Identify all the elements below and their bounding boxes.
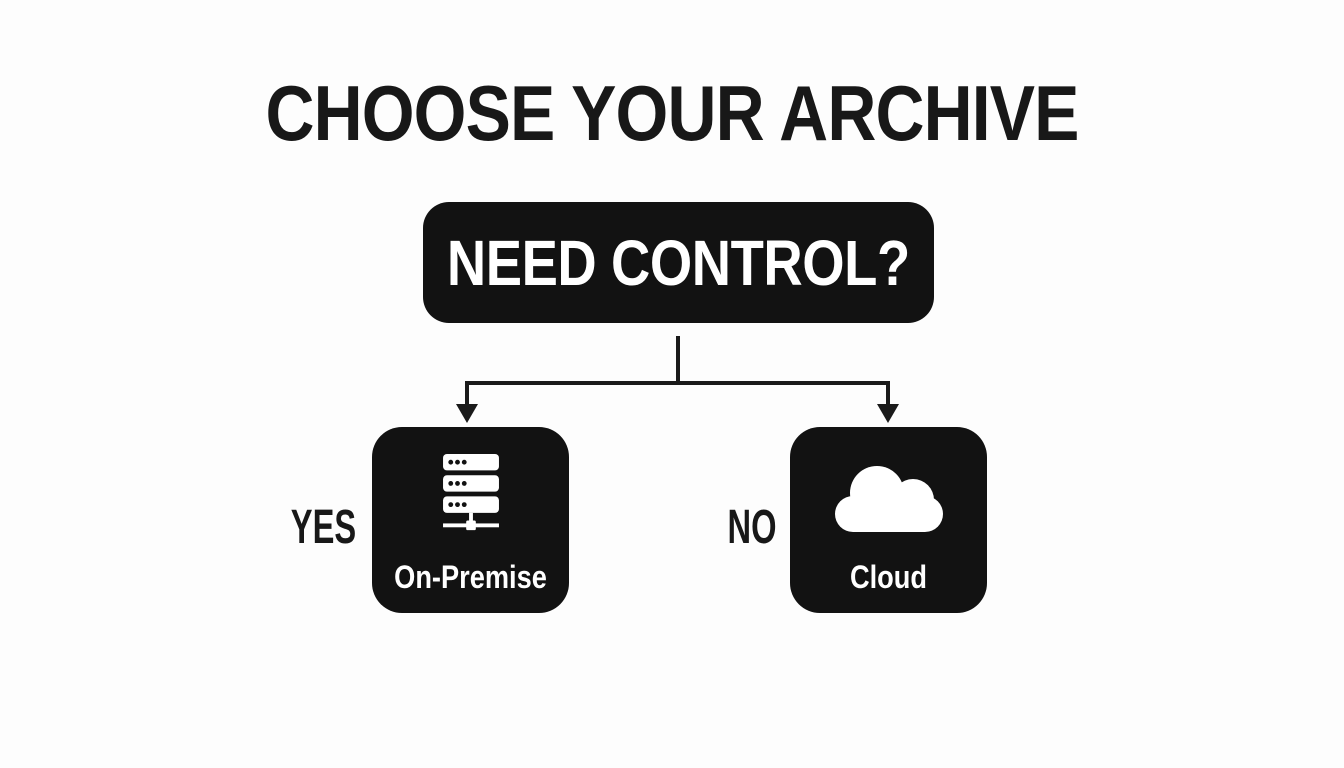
branch-label-yes: YES xyxy=(290,501,357,554)
decision-node: NEED CONTROL? xyxy=(423,202,934,323)
branch-label-no: NO xyxy=(727,501,777,554)
cloud-icon xyxy=(834,466,943,532)
option-node-cloud: Cloud xyxy=(790,427,987,613)
arrow-down-icon-left xyxy=(456,404,478,423)
diagram-title: CHOOSE YOUR ARCHIVE xyxy=(265,69,1079,157)
option-node-on-premise: On-Premise xyxy=(372,427,569,613)
option-label-cloud: Cloud xyxy=(849,559,928,595)
server-icon xyxy=(442,454,499,531)
decision-node-label: NEED CONTROL? xyxy=(447,226,910,299)
arrow-down-icon-right xyxy=(877,404,899,423)
option-label-on-premise: On-Premise xyxy=(394,559,547,595)
